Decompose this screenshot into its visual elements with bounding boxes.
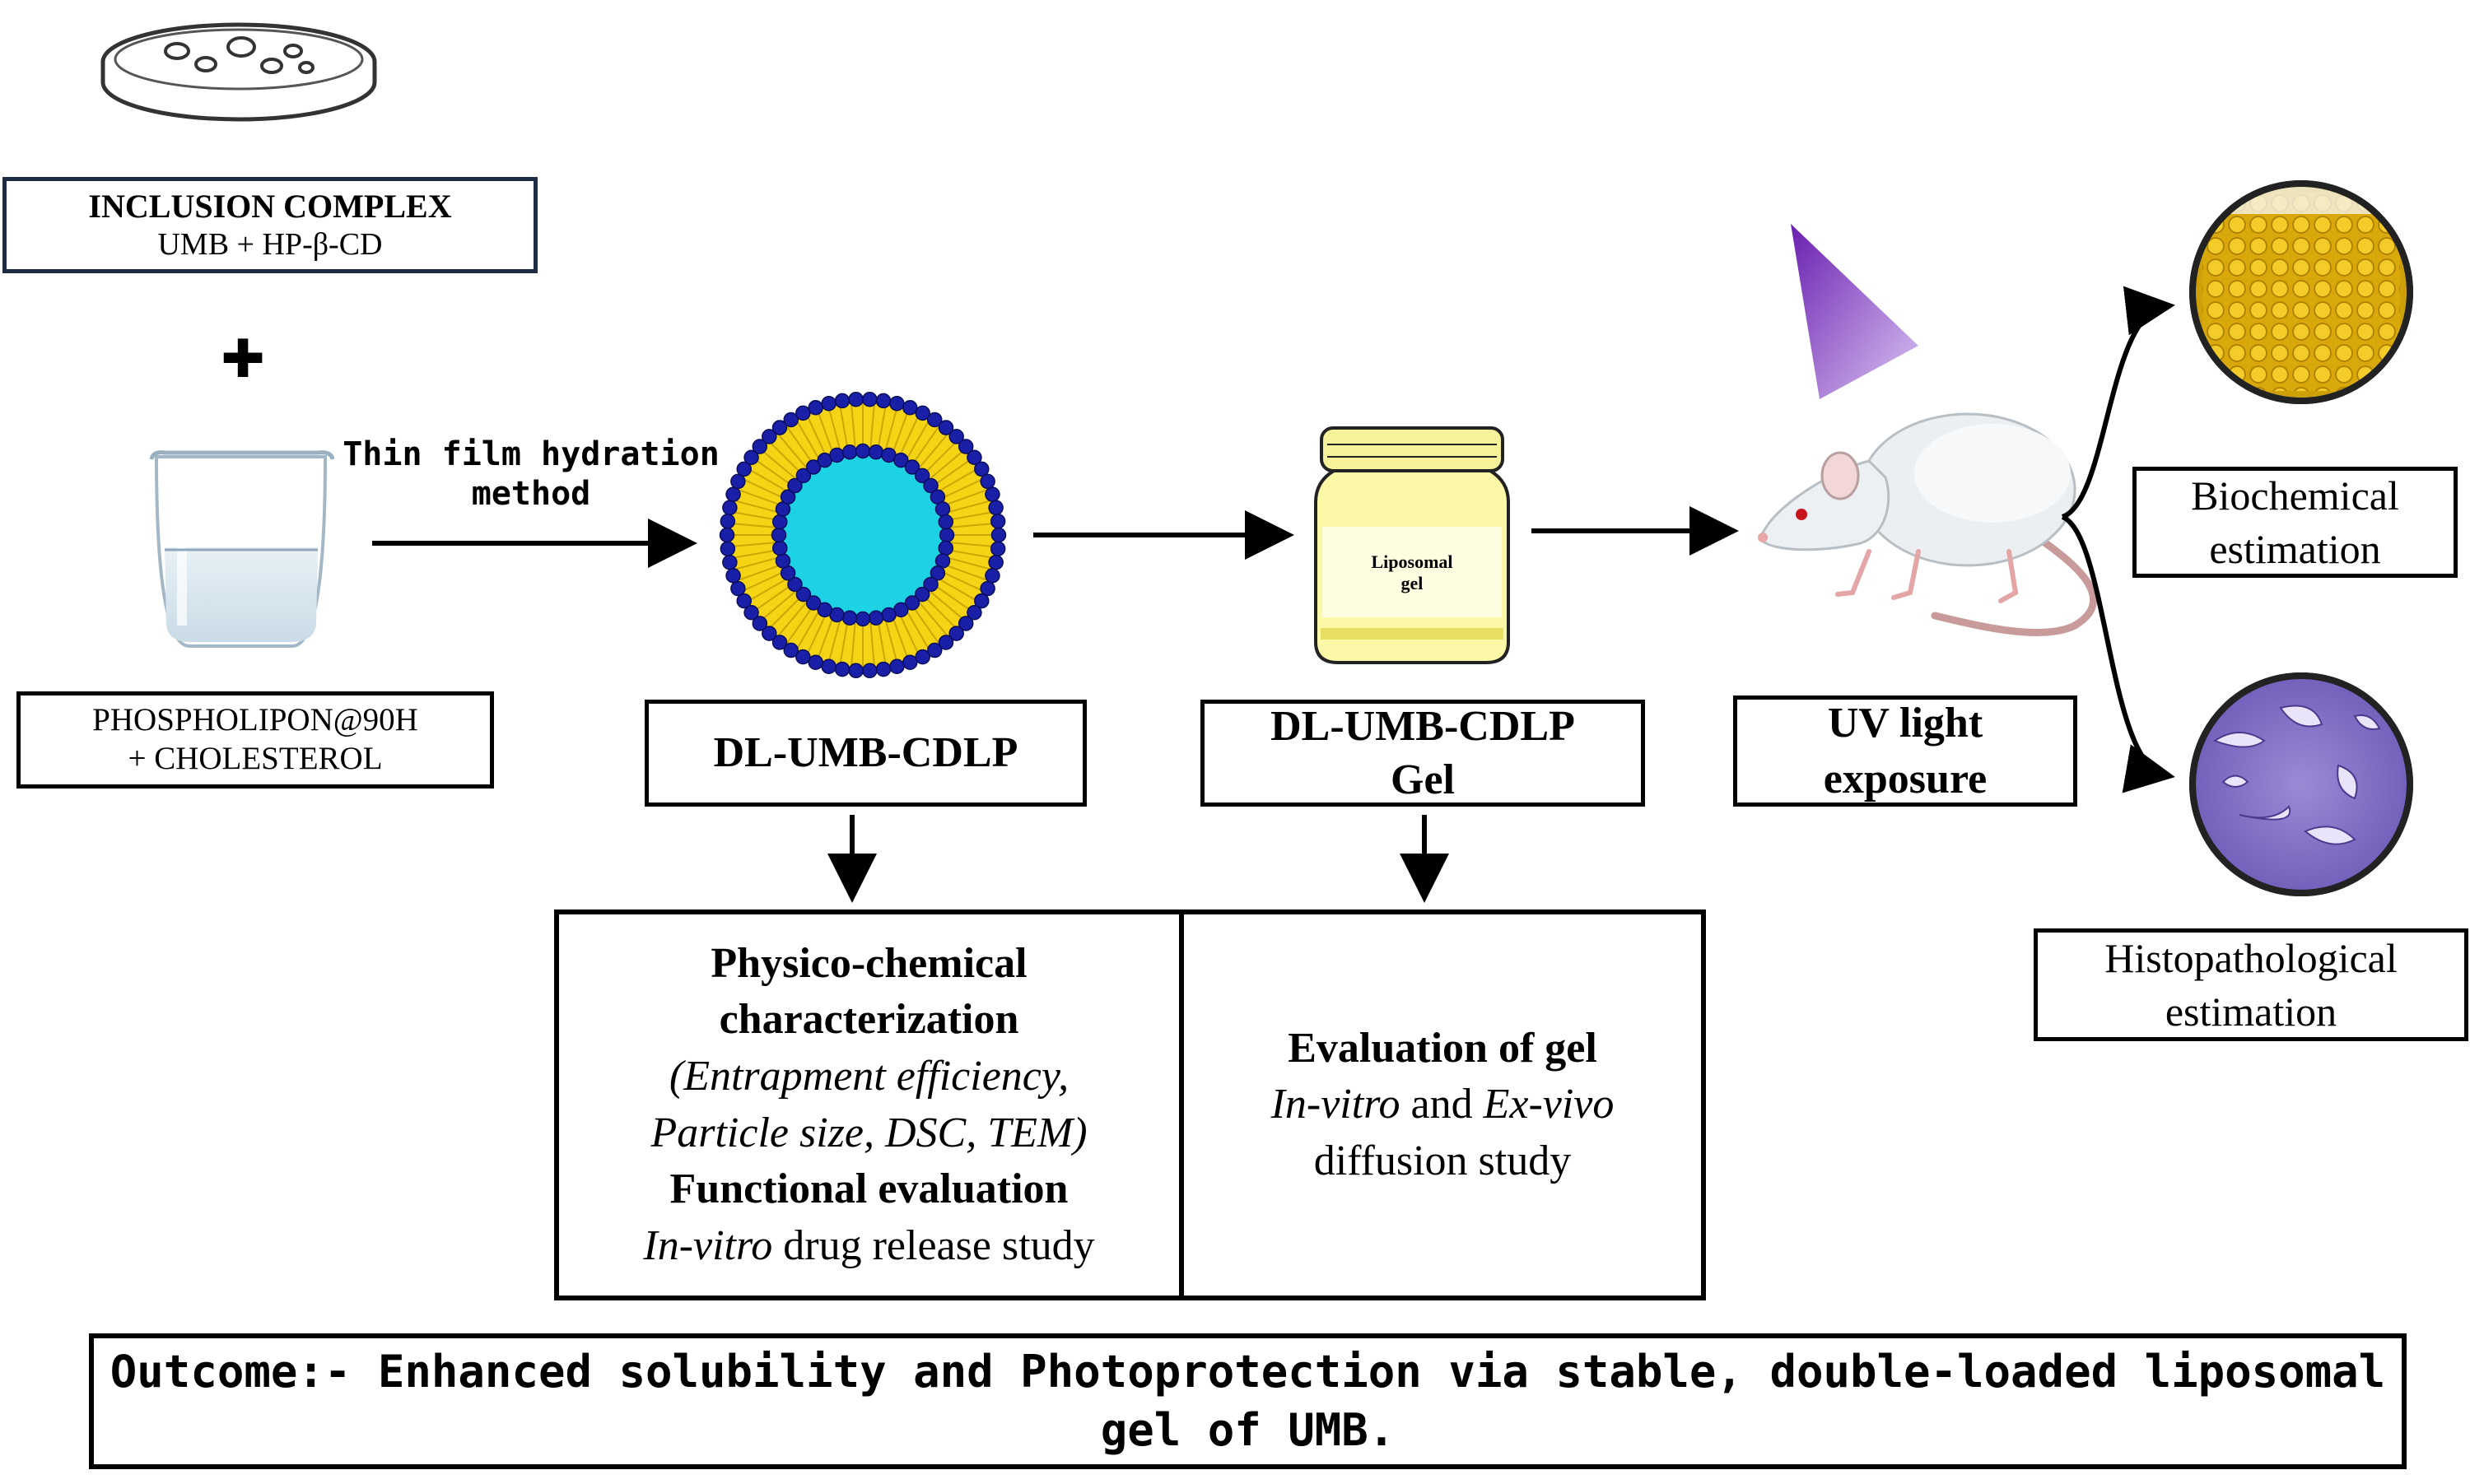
liposome-icon bbox=[719, 391, 1007, 679]
characterization-box: Physico-chemical characterization (Entra… bbox=[554, 909, 1184, 1300]
gel-label-line1: DL-UMB-CDLP bbox=[1270, 703, 1575, 750]
drug-release-italic: In-vitro bbox=[643, 1221, 773, 1269]
inclusion-complex-title: INCLUSION COMPLEX bbox=[88, 187, 452, 225]
jar-label: Liposomal gel bbox=[1317, 551, 1507, 595]
gel-label-box: DL-UMB-CDLP Gel bbox=[1200, 700, 1645, 807]
inclusion-complex-formula: UMB + HP-β-CD bbox=[157, 226, 383, 262]
histology-slide-icon bbox=[2189, 672, 2413, 896]
gel-eval-exvivo: Ex-vivo bbox=[1483, 1081, 1615, 1128]
jar-line2: gel bbox=[1400, 573, 1424, 594]
uv-line2: exposure bbox=[1823, 755, 1988, 802]
rat-icon bbox=[1758, 412, 2097, 636]
characterization-detail2: Particle size, DSC, TEM) bbox=[650, 1109, 1088, 1156]
gel-label-line2: Gel bbox=[1391, 756, 1455, 803]
outcome-line2: gel of UMB. bbox=[1100, 1403, 1396, 1456]
gel-eval-invitro: In-vitro bbox=[1270, 1081, 1400, 1128]
beaker-icon bbox=[149, 450, 335, 648]
gel-evaluation-box: Evaluation of gel In-vitro and Ex-vivo d… bbox=[1179, 909, 1706, 1300]
method-line1: Thin film hydration bbox=[343, 435, 720, 473]
histopathological-box: Histopathological estimation bbox=[2034, 928, 2468, 1041]
petri-dish-icon bbox=[100, 22, 377, 122]
gel-evaluation-study: diffusion study bbox=[1313, 1137, 1572, 1184]
biochemical-line2: estimation bbox=[2209, 525, 2381, 572]
uv-light-icon bbox=[1791, 224, 1918, 399]
histopathological-line2: estimation bbox=[2165, 988, 2337, 1035]
phospholipid-box: PHOSPHOLIPON@90H + CHOLESTEROL bbox=[16, 691, 494, 789]
gel-evaluation-methods: In-vitro and Ex-vivo bbox=[1271, 1077, 1615, 1133]
method-label: Thin film hydration method bbox=[329, 435, 733, 514]
drug-release-line: In-vitro drug release study bbox=[643, 1218, 1094, 1275]
outcome-box: Outcome:- Enhanced solubility and Photop… bbox=[89, 1333, 2407, 1469]
plus-icon: ✚ bbox=[221, 329, 265, 390]
drug-release-rest: drug release study bbox=[772, 1221, 1095, 1269]
gel-jar-icon bbox=[1314, 426, 1510, 664]
uv-exposure-box: UV light exposure bbox=[1733, 695, 2077, 807]
gel-evaluation-heading: Evaluation of gel bbox=[1288, 1024, 1597, 1072]
biochemical-line1: Biochemical bbox=[2191, 472, 2399, 519]
liposome-label-box: DL-UMB-CDLP bbox=[645, 700, 1087, 807]
outcome-line1: Outcome:- Enhanced solubility and Photop… bbox=[110, 1346, 2386, 1398]
gel-eval-and: and bbox=[1400, 1081, 1484, 1128]
uv-line1: UV light bbox=[1827, 699, 1983, 747]
liposome-label: DL-UMB-CDLP bbox=[713, 728, 1018, 776]
method-line2: method bbox=[471, 475, 591, 513]
functional-evaluation-heading: Functional evaluation bbox=[669, 1165, 1069, 1213]
flow-arrows bbox=[372, 286, 2175, 903]
phospholipid-line1: PHOSPHOLIPON@90H bbox=[92, 702, 418, 738]
biochemical-box: Biochemical estimation bbox=[2132, 467, 2458, 578]
microplate-icon bbox=[2189, 180, 2413, 404]
characterization-detail1: (Entrapment efficiency, bbox=[669, 1052, 1070, 1100]
characterization-heading1: Physico-chemical bbox=[711, 939, 1028, 987]
phospholipid-line2: + CHOLESTEROL bbox=[128, 741, 383, 776]
inclusion-complex-box: INCLUSION COMPLEX UMB + HP-β-CD bbox=[2, 177, 538, 273]
histopathological-line1: Histopathological bbox=[2104, 934, 2398, 981]
characterization-heading2: characterization bbox=[719, 996, 1019, 1044]
jar-line1: Liposomal bbox=[1371, 551, 1453, 572]
